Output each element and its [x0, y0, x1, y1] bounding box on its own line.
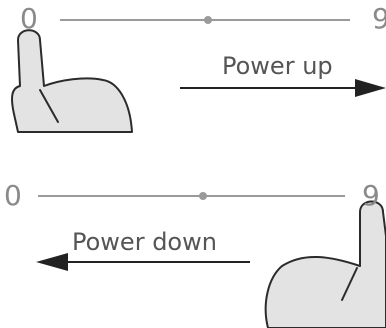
bottom-slider: [38, 192, 345, 200]
top-slider-knob: [204, 16, 212, 24]
hand-icon: [266, 202, 386, 328]
top-arrow-label: Power up: [222, 54, 333, 78]
top-max-label: 9: [372, 5, 386, 33]
arrow-right-icon: [355, 79, 386, 97]
top-min-label: 0: [20, 5, 38, 33]
bottom-min-label: 0: [4, 182, 22, 210]
top-arrow: [180, 79, 386, 97]
hand-icon: [12, 30, 132, 132]
bottom-slider-knob: [199, 192, 207, 200]
arrow-left-icon: [36, 253, 68, 271]
bottom-arrow-label: Power down: [72, 230, 217, 254]
top-slider: [60, 16, 350, 24]
bottom-max-label: 9: [362, 182, 380, 210]
